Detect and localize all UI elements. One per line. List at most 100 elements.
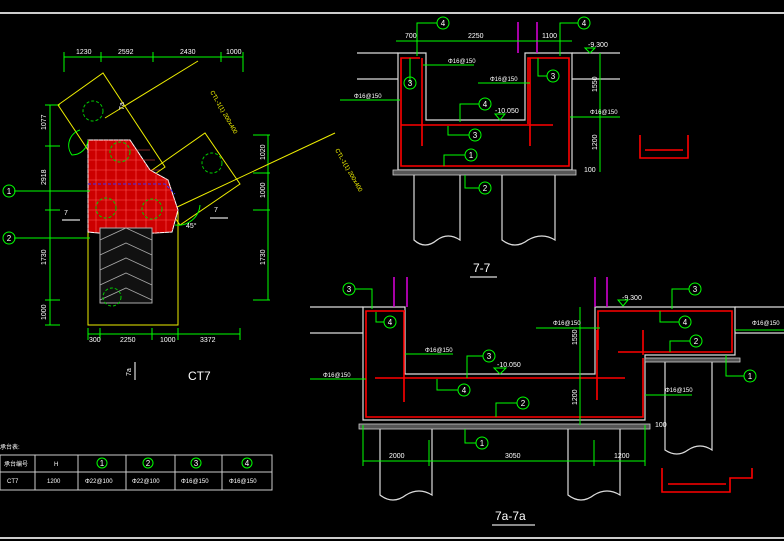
callout-3: 3 [473, 131, 478, 140]
dim-text: 2430 [180, 49, 196, 56]
cap-concrete-outline [362, 306, 736, 421]
plan-top-dimensions: 1230 2592 2430 1000 [63, 49, 244, 72]
dim-text: 1000 [260, 182, 267, 198]
dim-text: 100 [655, 422, 667, 429]
dim-text: 2250 [468, 33, 484, 40]
section-mark-7: 7 [214, 207, 218, 214]
dim-text: 1077 [41, 114, 48, 130]
dim-text: 1730 [41, 249, 48, 265]
table-cell: Φ16@150 [181, 479, 209, 485]
rebar-label: Φ16@150 [448, 59, 476, 65]
pile [413, 175, 461, 246]
dim-text: 1000 [160, 337, 176, 344]
rebar-grid-hatch [87, 139, 179, 236]
callout-2: 2 [483, 184, 488, 193]
elevation-label: -10.050 [497, 362, 521, 369]
callout-2: 2 [521, 399, 526, 408]
pile [664, 362, 713, 455]
dim-text: 2250 [120, 337, 136, 344]
rebar-detail [661, 468, 753, 493]
rebar-outer [400, 57, 570, 167]
elevation-label: -9.300 [588, 42, 608, 49]
table-header: 3 [194, 459, 199, 468]
angle-arc [174, 204, 201, 226]
plan-right-dimensions: 1020 1000 1730 [253, 134, 270, 301]
dim-text: 1200 [614, 453, 630, 460]
table-cell: Φ22@100 [85, 479, 113, 485]
section-7a-7a: 2000 3050 1200 1550 1200 100 -9.300 -10.… [310, 277, 784, 526]
pile-circles [82, 100, 223, 307]
table-header: 2 [146, 459, 151, 468]
dim-text: 1000 [226, 49, 242, 56]
callout-4: 4 [683, 318, 688, 327]
table-cell: Φ16@150 [229, 479, 257, 485]
section-mark-7: 7 [64, 210, 68, 217]
dim-text: 1200 [592, 134, 599, 150]
column-hatch [99, 227, 153, 304]
callout-4: 4 [582, 19, 587, 28]
dim-text: 1000 [41, 304, 48, 320]
rebar-label: Φ16@150 [553, 321, 581, 327]
dim-text: 700 [405, 33, 417, 40]
cap-concrete-outline [397, 52, 573, 171]
dim-text: 2000 [389, 453, 405, 460]
callout-3: 3 [487, 352, 492, 361]
callout-2: 2 [7, 234, 12, 243]
plan-left-dimensions: 1077 2918 1730 1000 [41, 104, 60, 326]
angle-arc [68, 129, 89, 156]
rebar-label: Φ16@150 [323, 373, 351, 379]
dim-text: 2592 [118, 49, 134, 56]
blinding-layer [392, 169, 577, 176]
beam-label: CTL-1(1) 200x400 [333, 148, 363, 194]
rebar-label: Φ16@150 [590, 110, 618, 116]
plan-bottom-dimensions: 300 2250 1000 3372 [87, 328, 241, 344]
callout-3: 3 [347, 285, 352, 294]
section-mark-7a: 7a [119, 102, 126, 110]
section-title: 7-7 [473, 261, 491, 275]
callouts-7a-7a: 3 4 3 4 2 1 3 4 2 1 [342, 282, 757, 450]
callout-3: 3 [693, 285, 698, 294]
dim-text: 1730 [260, 249, 267, 265]
beam-axis [174, 132, 336, 209]
rebar-label: Φ16@150 [354, 94, 382, 100]
elevation-label: -10.050 [495, 108, 519, 115]
dim-text: 100 [584, 167, 596, 174]
callout-3: 3 [408, 79, 413, 88]
beam-axis [104, 60, 199, 119]
rebar-detail [639, 135, 689, 159]
angle-label: 45° [186, 222, 197, 230]
pile [379, 429, 433, 501]
dim-text: 3050 [505, 453, 521, 460]
callout-1: 1 [7, 187, 12, 196]
beam-label: CTL-1(1) 200x400 [208, 90, 238, 136]
table-caption: 承台表: [0, 443, 20, 451]
rebar-label: Φ16@150 [425, 348, 453, 354]
callout-4: 4 [462, 386, 467, 395]
callout-4: 4 [388, 318, 393, 327]
table-cell: CT7 [7, 479, 19, 485]
pile [501, 175, 556, 246]
dim-text: 1100 [542, 33, 557, 40]
rebar-label: Φ16@150 [752, 321, 780, 327]
dim-text: 1020 [260, 144, 267, 160]
dim-text: 3372 [200, 337, 216, 344]
blinding-layer [358, 423, 651, 430]
elevation-label: -9.300 [622, 295, 642, 302]
table-cell: Φ22@100 [132, 479, 160, 485]
section-7-7: 700 2250 1100 1550 1200 100 -9.300 -10.0… [340, 16, 689, 278]
rebar-outer [365, 310, 644, 418]
callout-1: 1 [480, 439, 485, 448]
callout-3: 3 [551, 72, 556, 81]
table-header: 承台编号 [4, 460, 28, 468]
table-cell: 1200 [47, 479, 61, 485]
callout-1: 1 [748, 372, 753, 381]
dim-text: 1550 [592, 76, 599, 92]
callouts-7-7: 4 4 3 3 4 3 1 2 [403, 16, 591, 195]
dim-text: 1550 [572, 329, 579, 345]
pile [567, 429, 621, 501]
plan-title: CT7 [188, 369, 211, 383]
table-header: 4 [245, 459, 250, 468]
rebar-label: Φ16@150 [665, 388, 693, 394]
callout-4: 4 [441, 19, 446, 28]
